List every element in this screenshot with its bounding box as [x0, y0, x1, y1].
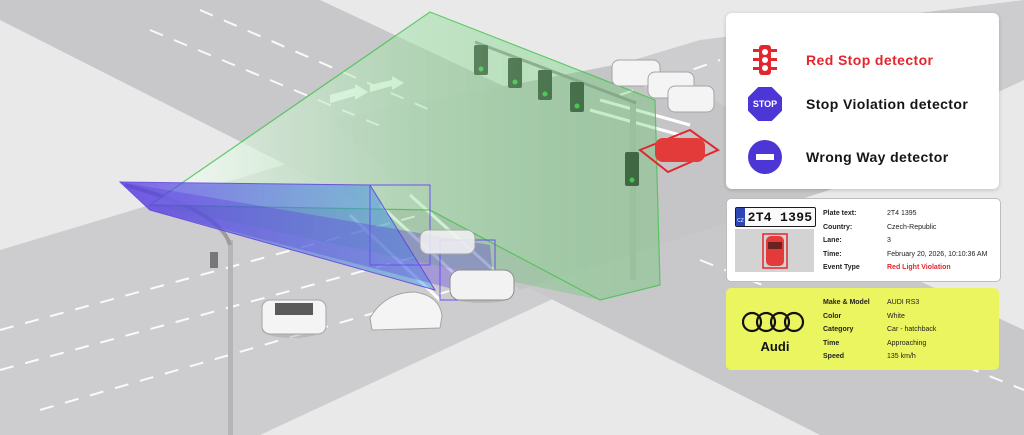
detail-row: Lane:3 [823, 237, 891, 245]
violet-zone-2 [120, 182, 495, 300]
hatchback-tracked [449, 269, 515, 303]
detector-label: Stop Violation detector [806, 96, 969, 112]
detector-red-stop: Red Stop detector [748, 40, 998, 80]
detail-row: Time:February 20, 2026, 10:10:36 AM [823, 250, 988, 258]
stop-sign-icon: STOP [748, 87, 782, 121]
detection-zones [118, 11, 661, 301]
detector-label: Wrong Way detector [806, 149, 949, 165]
detector-legend-card: Red Stop detector STOP Stop Violation de… [726, 13, 999, 189]
brand-wordmark: Audi [761, 339, 790, 354]
event-type-value: Red Light Violation [887, 264, 951, 272]
plate-recognition-card: CZ 2T4 1395 Plate text:2T4 1395 Country:… [726, 198, 1001, 282]
detector-wrong-way: Wrong Way detector [748, 137, 998, 177]
eu-flag-icon: CZ [736, 208, 745, 226]
suv-left [261, 299, 327, 338]
vehicles [261, 59, 721, 338]
plate-details-table: Plate text:2T4 1395 Country:Czech-Republ… [823, 207, 995, 275]
violating-red-car [638, 128, 721, 174]
coupe [369, 291, 443, 331]
traffic-light-icon [753, 45, 777, 75]
detail-row: Country:Czech-Republic [823, 223, 937, 231]
no-entry-icon [748, 140, 782, 174]
violet-zone [118, 181, 437, 291]
plate-number: 2T4 1395 [747, 209, 813, 225]
detail-row: Plate text:2T4 1395 [823, 210, 917, 217]
detector-stop-violation: STOP Stop Violation detector [748, 84, 998, 124]
vehicle-thumbnail [735, 229, 814, 272]
license-plate-image: CZ 2T4 1395 [735, 207, 816, 227]
car-in-junction [419, 229, 476, 255]
parked-cars [611, 59, 715, 113]
audi-logo: Audi [742, 311, 805, 354]
detector-label: Red Stop detector [806, 52, 934, 68]
